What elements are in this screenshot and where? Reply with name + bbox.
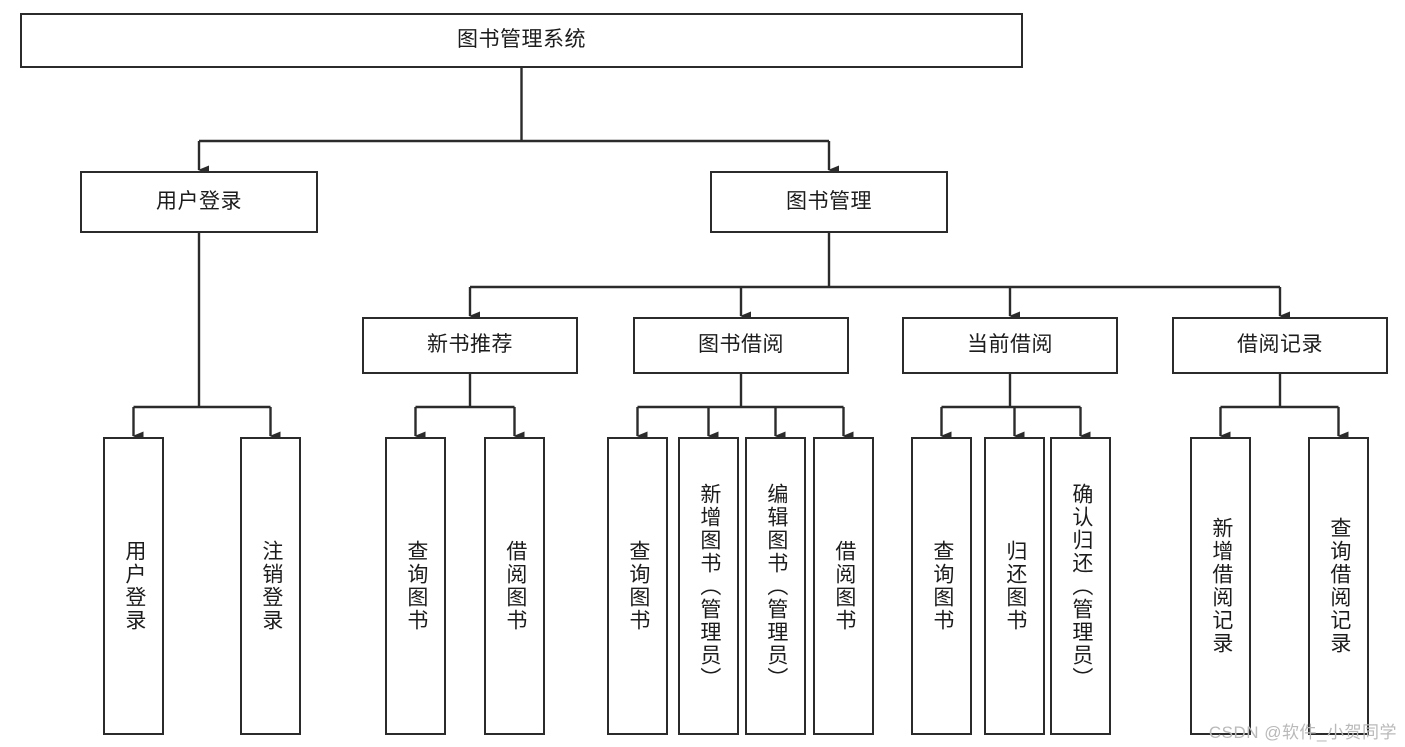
- node-l_bbook2[interactable]: 借阅图书: [813, 437, 874, 735]
- node-label-login: 用户登录: [156, 189, 242, 213]
- node-l_editbook[interactable]: 编辑图书（管理员）: [745, 437, 806, 735]
- node-records[interactable]: 借阅记录: [1172, 317, 1388, 374]
- node-l_login[interactable]: 用户登录: [103, 437, 164, 735]
- node-newbook[interactable]: 新书推荐: [362, 317, 578, 374]
- node-label-records: 借阅记录: [1237, 333, 1323, 357]
- node-login[interactable]: 用户登录: [80, 171, 318, 233]
- node-l_logout[interactable]: 注销登录: [240, 437, 301, 735]
- node-l_qrec[interactable]: 查询借阅记录: [1308, 437, 1369, 735]
- node-l_qbook1[interactable]: 查询图书: [385, 437, 446, 735]
- node-label-l_return: 归还图书: [1003, 540, 1027, 632]
- node-l_qbook3[interactable]: 查询图书: [911, 437, 972, 735]
- node-label-l_qrec: 查询借阅记录: [1327, 517, 1351, 655]
- node-l_addrec[interactable]: 新增借阅记录: [1190, 437, 1251, 735]
- node-label-borrow: 图书借阅: [698, 333, 784, 357]
- node-root[interactable]: 图书管理系统: [20, 13, 1023, 68]
- node-label-newbook: 新书推荐: [427, 333, 513, 357]
- node-label-l_qbook1: 查询图书: [404, 540, 428, 632]
- node-label-l_addrec: 新增借阅记录: [1209, 517, 1233, 655]
- node-l_qbook2[interactable]: 查询图书: [607, 437, 668, 735]
- node-label-l_bbook1: 借阅图书: [503, 540, 527, 632]
- node-l_addbook[interactable]: 新增图书（管理员）: [678, 437, 739, 735]
- node-label-l_logout: 注销登录: [259, 540, 283, 632]
- node-label-current: 当前借阅: [967, 333, 1053, 357]
- node-bookmgmt[interactable]: 图书管理: [710, 171, 948, 233]
- node-label-l_qbook3: 查询图书: [930, 540, 954, 632]
- node-label-l_editbook: 编辑图书（管理员）: [764, 482, 788, 690]
- node-l_bbook1[interactable]: 借阅图书: [484, 437, 545, 735]
- node-borrow[interactable]: 图书借阅: [633, 317, 849, 374]
- node-label-l_login: 用户登录: [122, 540, 146, 632]
- node-l_confirm[interactable]: 确认归还（管理员）: [1050, 437, 1111, 735]
- node-label-l_confirm: 确认归还（管理员）: [1069, 482, 1093, 690]
- watermark-text: CSDN @软件_小贺同学: [1208, 723, 1397, 742]
- node-label-root: 图书管理系统: [457, 28, 586, 52]
- node-label-bookmgmt: 图书管理: [786, 189, 872, 213]
- node-label-l_addbook: 新增图书（管理员）: [697, 482, 721, 690]
- node-l_return[interactable]: 归还图书: [984, 437, 1045, 735]
- node-label-l_bbook2: 借阅图书: [832, 540, 856, 632]
- node-label-l_qbook2: 查询图书: [626, 540, 650, 632]
- node-current[interactable]: 当前借阅: [902, 317, 1118, 374]
